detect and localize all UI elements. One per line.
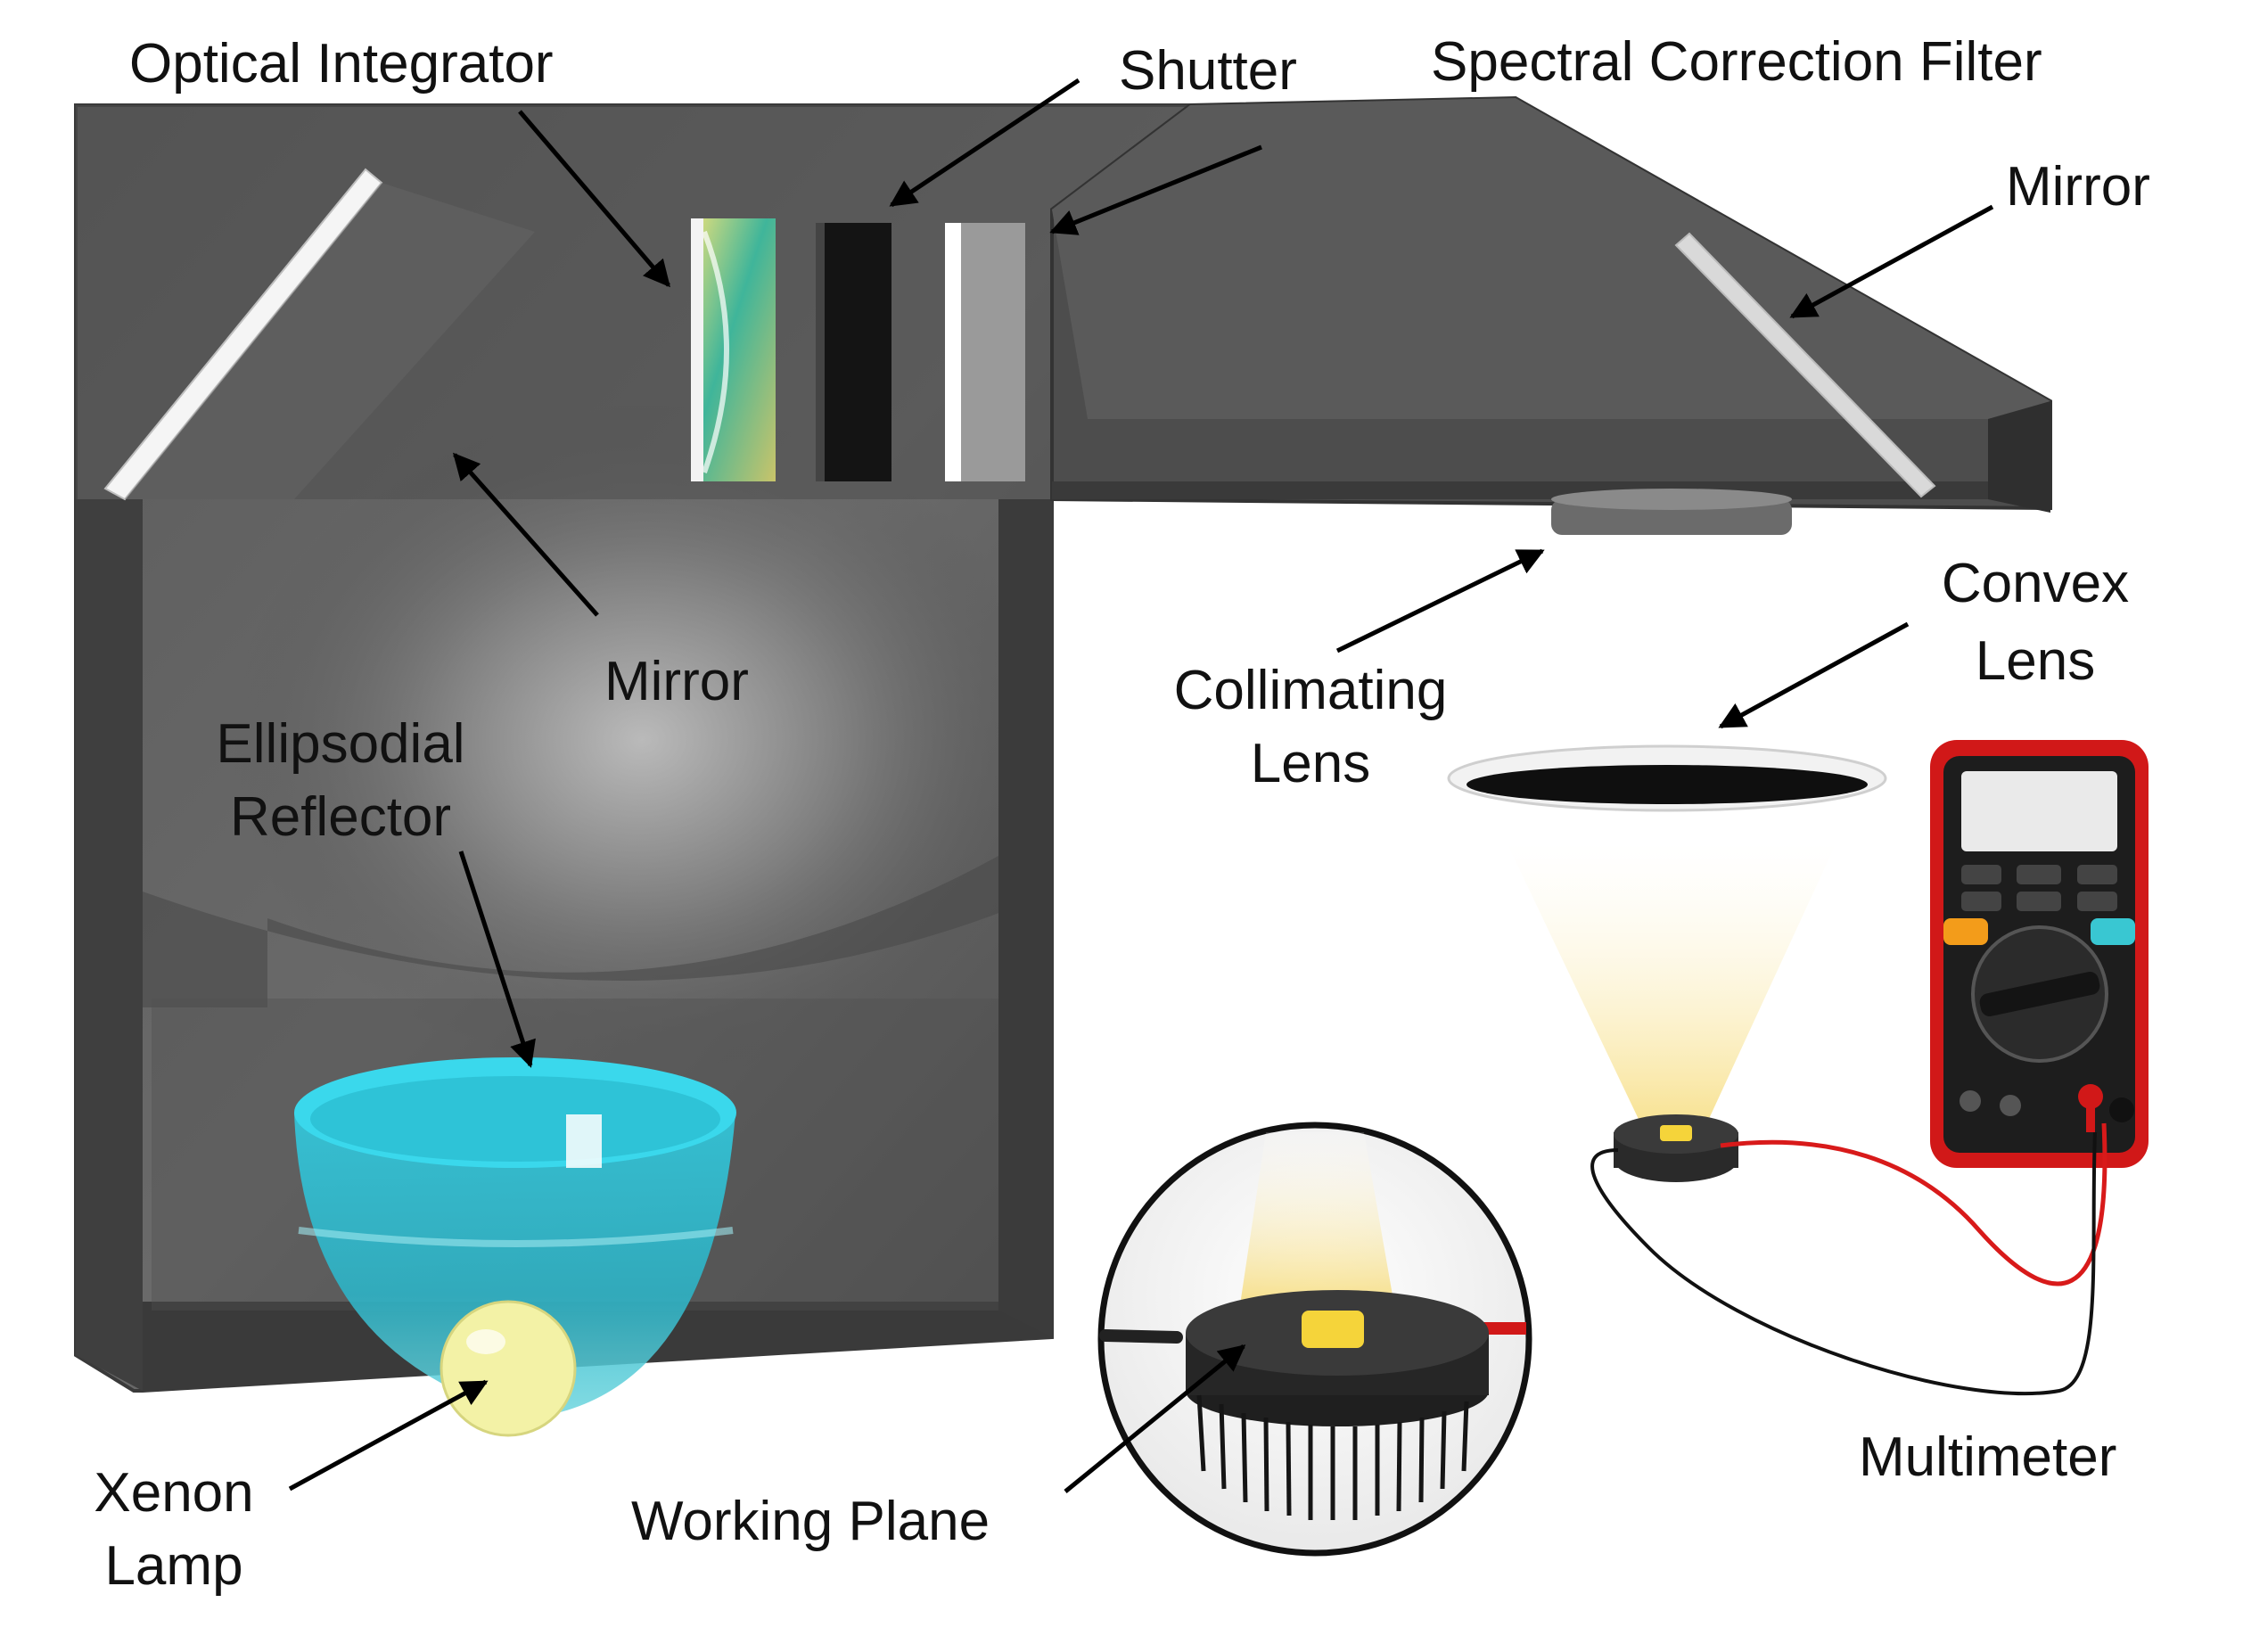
multimeter-device bbox=[1930, 740, 2149, 1168]
collimating-lens bbox=[1551, 489, 1792, 535]
spectral-correction-filter bbox=[945, 223, 1025, 481]
optical-integrator bbox=[691, 218, 776, 481]
arrow-shutter bbox=[889, 78, 1080, 208]
arrow-ellipsoidal-reflector bbox=[458, 851, 536, 1068]
arrow-mirror-left bbox=[453, 452, 599, 617]
label-xenon-line1: Xenon bbox=[94, 1462, 253, 1524]
arrow-mirror-right bbox=[1789, 204, 1994, 319]
light-beam bbox=[1507, 842, 1836, 1132]
convex-lens bbox=[1447, 744, 1887, 812]
label-multimeter: Multimeter bbox=[1859, 1426, 2116, 1488]
working-plane-inset bbox=[1097, 1122, 1532, 1557]
label-convex-line2: Lens bbox=[1976, 630, 2095, 692]
label-ellipsoidal-line1: Ellipsodial bbox=[216, 713, 464, 775]
label-collimating-line2: Lens bbox=[1251, 733, 1370, 794]
label-spectral-correction-filter: Spectral Correction Filter bbox=[1431, 31, 2042, 93]
ellipsoidal-reflector bbox=[294, 1057, 736, 1418]
arrow-collimating-lens bbox=[1335, 548, 1545, 653]
arrow-spectral-filter bbox=[1049, 144, 1262, 235]
label-convex-line1: Convex bbox=[1942, 553, 2129, 614]
right-mirror bbox=[1674, 232, 1936, 498]
arrow-working-plane bbox=[1064, 1344, 1246, 1493]
label-xenon-line2: Lamp bbox=[104, 1535, 242, 1597]
label-collimating-line1: Collimating bbox=[1174, 660, 1448, 721]
arrow-convex-lens bbox=[1718, 621, 1910, 729]
label-ellipsoidal-line2: Reflector bbox=[230, 786, 451, 848]
label-mirror-right: Mirror bbox=[2006, 156, 2150, 218]
shutter-plate bbox=[818, 223, 891, 481]
arrow-optical-integrator bbox=[518, 110, 670, 288]
label-shutter: Shutter bbox=[1119, 40, 1297, 102]
black-wire bbox=[1590, 1131, 2097, 1396]
xenon-lamp-bulb bbox=[440, 1300, 577, 1437]
arrow-xenon-lamp bbox=[288, 1379, 489, 1492]
label-mirror-left: Mirror bbox=[604, 651, 749, 712]
label-working-plane: Working Plane bbox=[631, 1491, 990, 1552]
label-optical-integrator: Optical Integrator bbox=[129, 33, 554, 95]
working-plane-device bbox=[1614, 1114, 1738, 1182]
light-arm bbox=[1050, 95, 2052, 513]
